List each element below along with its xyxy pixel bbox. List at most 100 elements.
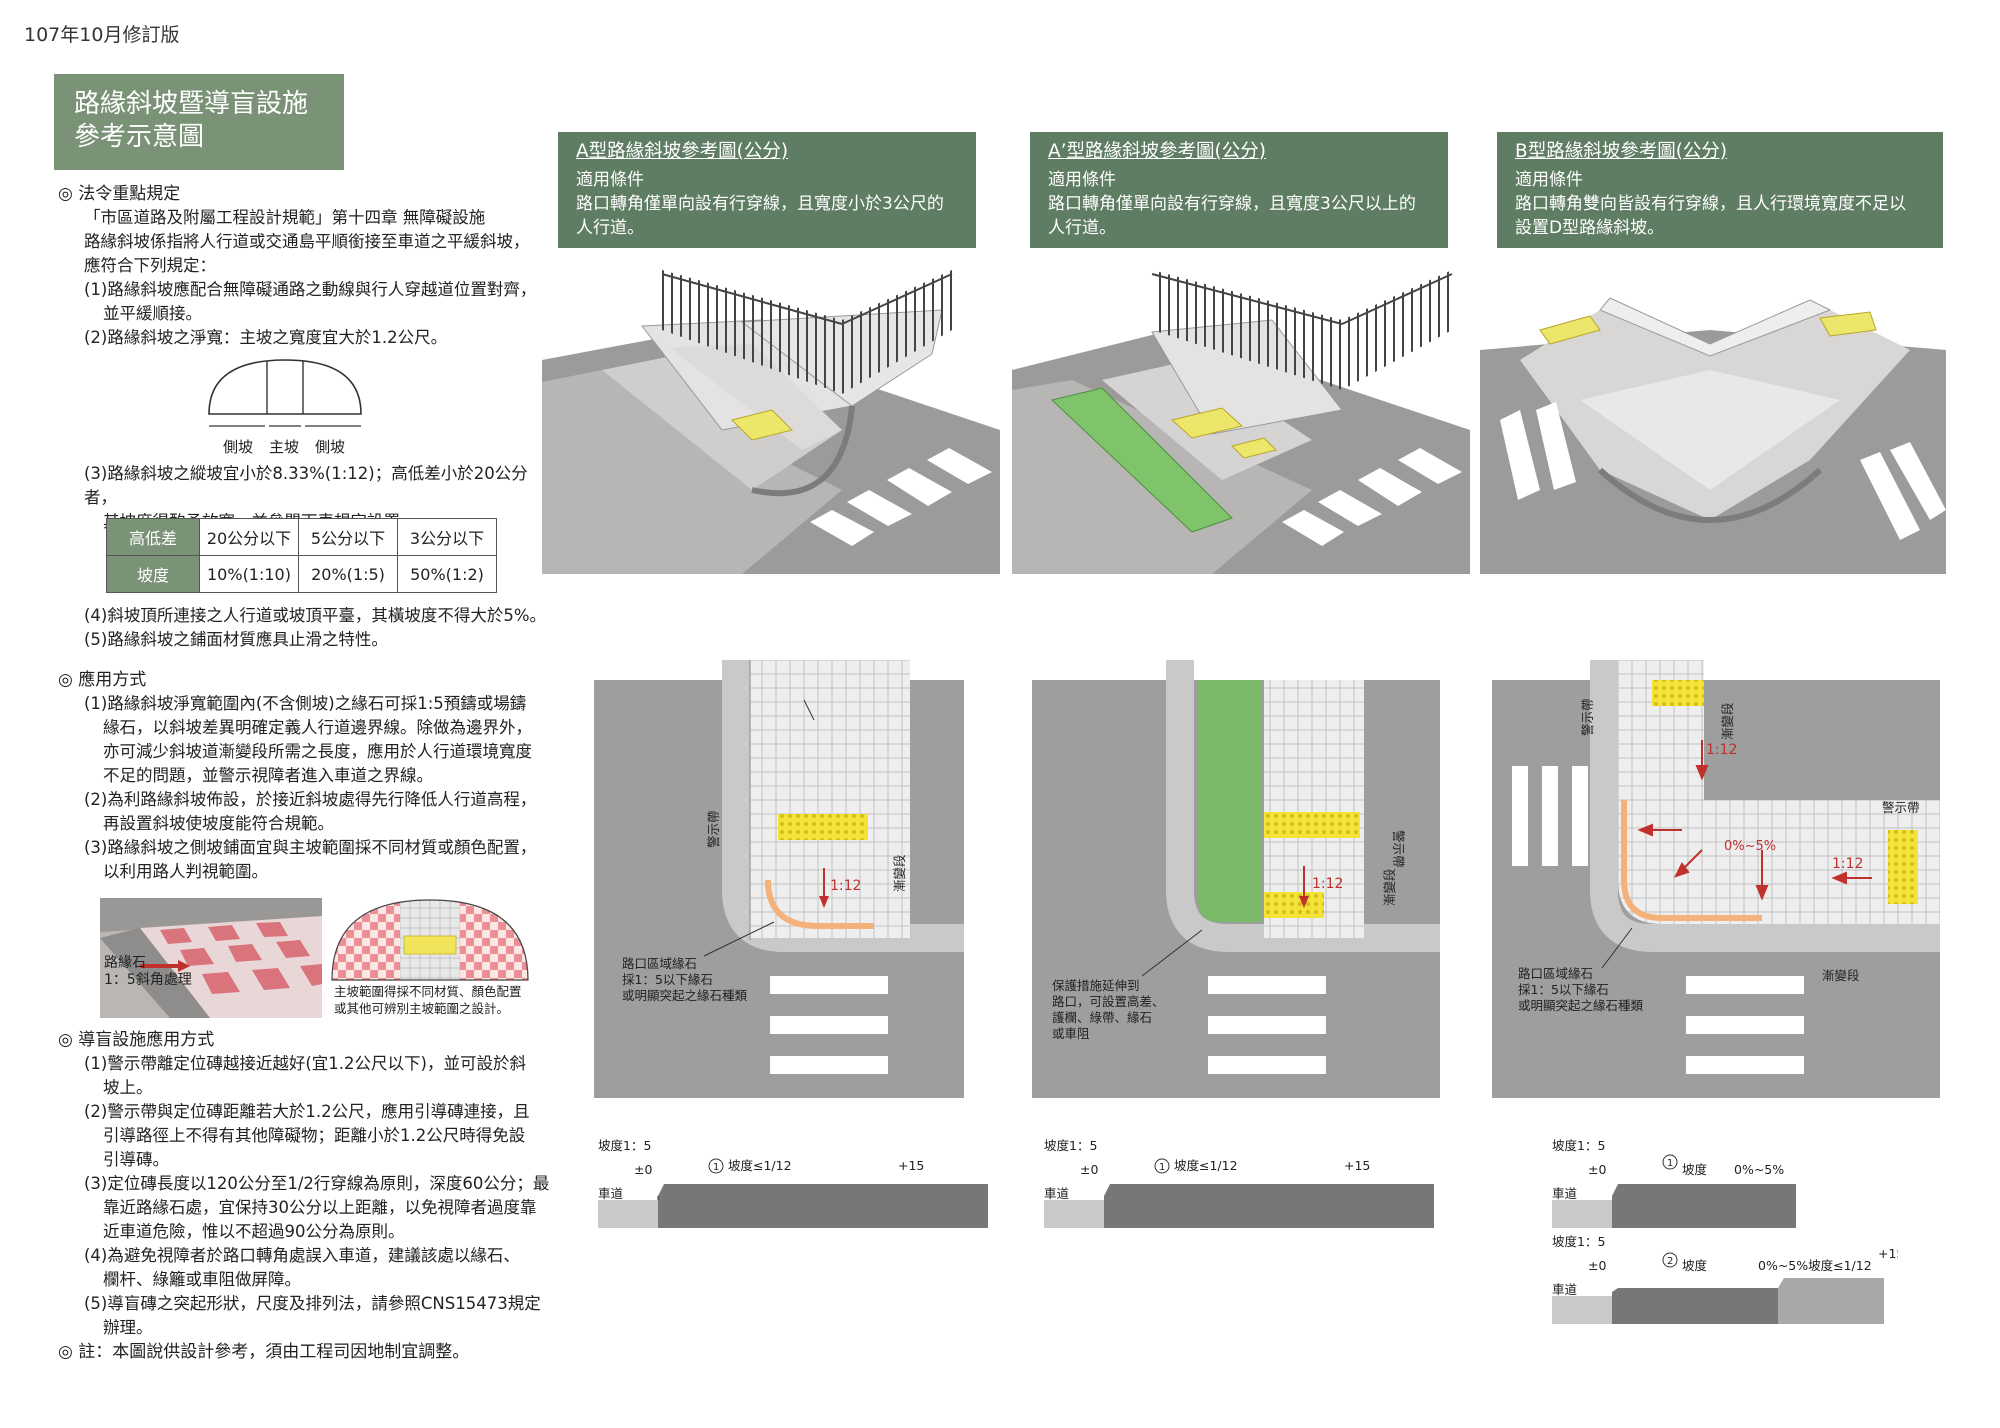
- pattern-caption-line: 或其他可辨別主坡範圍之設計。: [334, 1001, 510, 1016]
- guide-item-3-cont: 近車道危險，惟以不超過90公分為原則。: [103, 1222, 405, 1241]
- section-road-label: 車道: [1552, 1282, 1578, 1297]
- table-row-head: 高低差: [106, 518, 200, 556]
- panel-a-plan: 1:12 警示帶 漸變段 路口區域緣石 採1：5以下緣石 或明顯突起之緣石種類: [594, 660, 964, 1098]
- section-slope-label: 坡度1：5: [1044, 1138, 1097, 1153]
- section-slope-label: 坡度1：5: [1552, 1138, 1605, 1153]
- panel-b-title: B型路緣斜坡參考圖(公分): [1515, 141, 1728, 162]
- curb-photo: [100, 898, 322, 1018]
- transition-label: 漸變段: [1382, 868, 1397, 906]
- section-main-slope-label: 坡度≤1/12: [728, 1158, 792, 1173]
- section-plus-label: +15: [898, 1158, 924, 1173]
- ramp-width-diagram: 側坡 主坡 側坡: [208, 359, 362, 456]
- section-plus-label: +15: [1878, 1246, 1898, 1261]
- slope-ratio-label: 1:12: [830, 878, 861, 894]
- plan-note-line: 採1：5以下緣石: [1518, 982, 1609, 997]
- section-slope-label: 坡度1：5: [1552, 1234, 1605, 1249]
- table-row-head: 坡度: [106, 555, 200, 593]
- guide-item-3: (3)定位磚長度以120公分至1/2行穿線為原則，深度60公分；最: [84, 1174, 550, 1193]
- section-zero-label: ±0: [1588, 1162, 1606, 1177]
- app-item-2-cont: 再設置斜坡使坡度能符合規範。: [103, 814, 334, 833]
- panel-a-cond-text: 人行道。: [576, 218, 644, 238]
- plan-note-line: 路口，可設置高差、: [1052, 994, 1165, 1009]
- side-slope-label: 側坡: [315, 438, 345, 456]
- slope-ratio-label: 1:12: [1706, 742, 1737, 758]
- table-cell: 50%(1:2): [397, 555, 497, 593]
- title-line-2: 參考示意圖: [74, 122, 205, 152]
- guide-item-5: (5)導盲磚之突起形狀，尺度及排列法，請參照CNS15473規定: [84, 1294, 541, 1313]
- guidance-heading: ◎ 導盲設施應用方式: [58, 1030, 215, 1050]
- app-item-1-cont: 緣石，以斜坡差異明確定義人行道邊界線。除做為邊界外，: [103, 718, 532, 737]
- reg-item-3-line: (3)路緣斜坡之縱坡宜小於8.33%(1:12)；高低差小於20公分者，: [84, 464, 528, 507]
- plan-note-line: 路口區域緣石: [622, 956, 697, 971]
- table-cell: 3公分以下: [397, 518, 497, 556]
- slope-table: 高低差 20公分以下 5公分以下 3公分以下 坡度 10%(1:10) 20%(…: [106, 518, 497, 593]
- table-cell: 20公分以下: [199, 518, 299, 556]
- side-slope-label: 側坡: [223, 438, 253, 456]
- panel-b-cond-text: 設置D型路緣斜坡。: [1515, 218, 1665, 238]
- application-heading: ◎ 應用方式: [58, 670, 147, 690]
- panel-b-3d-view: [1480, 270, 1946, 574]
- guide-item-1-cont: 坡上。: [103, 1078, 153, 1097]
- photo-caption-line: 路緣石: [104, 955, 146, 971]
- section-circle-number: 1: [1667, 1158, 1673, 1169]
- reg-item-1: (1)路緣斜坡應配合無障礙通路之動線與行人穿越道位置對齊，: [84, 280, 537, 299]
- panel-a2-section: 坡度1：5 ±0 車道 1 坡度≤1/12 +15: [1044, 1138, 1434, 1228]
- photo-caption-line: 1：5斜角處理: [104, 972, 192, 988]
- panel-a-header: A型路緣斜坡參考圖(公分) 適用條件 路口轉角僅單向設有行穿線，且寬度小於3公尺…: [558, 132, 976, 248]
- panel-b-cond-label: 適用條件: [1515, 170, 1583, 190]
- section-main-slope-label: 坡度≤1/12: [1174, 1158, 1238, 1173]
- section-circle-number: 1: [713, 1162, 719, 1173]
- reg-line: 路緣斜坡係指將人行道或交通島平順銜接至車道之平緩斜坡，: [84, 232, 530, 251]
- warning-strip-label: 警示帶: [1391, 830, 1406, 868]
- table-row: 坡度 10%(1:10) 20%(1:5) 50%(1:2): [106, 555, 497, 593]
- slope-ratio-label: 1:12: [1832, 856, 1863, 872]
- reg-item-2: (2)路緣斜坡之淨寬：主坡之寬度宜大於1.2公尺。: [84, 328, 448, 347]
- revision-label: 107年10月修訂版: [24, 24, 180, 46]
- panel-a2-cond-text: 人行道。: [1048, 218, 1116, 238]
- guide-item-4-cont: 欄杆、綠籬或車阻做屏障。: [103, 1270, 301, 1289]
- regulations-heading: ◎ 法令重點規定: [58, 184, 181, 204]
- pattern-caption: 主坡範圍得採不同材質、顏色配置 或其他可辨別主坡範圍之設計。: [334, 983, 522, 1017]
- slope-ratio-label: 1:12: [1312, 876, 1343, 892]
- table-cell: 10%(1:10): [199, 555, 299, 593]
- section-road-label: 車道: [1044, 1186, 1070, 1201]
- panel-b-section-2: 坡度1：5 ±0 車道 2 坡度 0%~5%坡度≤1/12 +15: [1552, 1234, 1898, 1324]
- panel-a-title: A型路緣斜坡參考圖(公分): [576, 141, 789, 162]
- transition-label: 漸變段: [1822, 968, 1860, 983]
- app-item-1-cont: 亦可減少斜坡道漸變段所需之長度，應用於人行道環境寬度: [103, 742, 532, 761]
- reg-item-4: (4)斜坡頂所連接之人行道或坡頂平臺，其橫坡度不得大於5%。: [84, 606, 547, 625]
- panel-b-cond-text: 路口轉角雙向皆設有行穿線，且人行環境寬度不足以: [1515, 194, 1906, 214]
- panel-a-cond-text: 路口轉角僅單向設有行穿線，且寬度小於3公尺的: [576, 194, 944, 214]
- main-slope-label: 主坡: [269, 438, 299, 456]
- warning-strip-label: 警示帶: [1580, 698, 1595, 736]
- plan-note-line: 護欄、綠帶、緣石: [1052, 1010, 1152, 1025]
- photo-caption: 路緣石 1：5斜角處理: [104, 955, 192, 989]
- section-circle-number: 1: [1159, 1162, 1165, 1173]
- guidance-section: ◎ 導盲設施應用方式 (1)警示帶離定位磚越接近越好(宜1.2公尺以下)，並可設…: [58, 1028, 558, 1364]
- section-range-label: 0%~5%: [1734, 1162, 1784, 1177]
- plan-note-line: 路口區域緣石: [1518, 966, 1593, 981]
- cross-slope-label: 0%~5%: [1724, 839, 1776, 854]
- reg-items-4-5: (4)斜坡頂所連接之人行道或坡頂平臺，其橫坡度不得大於5%。 (5)路緣斜坡之鋪…: [58, 604, 558, 652]
- reg-item-5: (5)路緣斜坡之鋪面材質應具止滑之特性。: [84, 630, 388, 649]
- guide-item-1: (1)警示帶離定位磚越接近越好(宜1.2公尺以下)，並可設於斜: [84, 1054, 526, 1073]
- section-slope-label: 坡度1：5: [598, 1138, 651, 1153]
- reg-line: 「市區道路及附屬工程設計規範」第十四章 無障礙設施: [84, 208, 486, 227]
- guide-item-5-cont: 辦理。: [103, 1318, 153, 1337]
- app-item-2: (2)為利路緣斜坡佈設，於接近斜坡處得先行降低人行道高程，: [84, 790, 537, 809]
- transition-label: 漸變段: [892, 854, 907, 892]
- app-item-1: (1)路緣斜坡淨寬範圍內(不含側坡)之緣石可採1:5預鑄或場鑄: [84, 694, 527, 713]
- section-main-slope-label: 坡度: [1682, 1162, 1708, 1177]
- title-line-1: 路緣斜坡暨導盲設施: [74, 89, 309, 119]
- ramp-pattern-diagram: [331, 899, 529, 981]
- section-main-slope-label: 坡度: [1682, 1258, 1708, 1273]
- section-zero-label: ±0: [634, 1162, 652, 1177]
- plan-note-line: 採1：5以下緣石: [622, 972, 713, 987]
- table-row: 高低差 20公分以下 5公分以下 3公分以下: [106, 518, 497, 556]
- section-road-label: 車道: [1552, 1186, 1578, 1201]
- guide-item-3-cont: 靠近路緣石處，宜保持30公分以上距離，以免視障者過度靠: [103, 1198, 537, 1217]
- section-plus-label: +15: [1344, 1158, 1370, 1173]
- pattern-caption-line: 主坡範圍得採不同材質、顏色配置: [334, 984, 522, 999]
- warning-strip-label: 警示帶: [1882, 800, 1920, 815]
- transition-label: 漸變段: [1720, 702, 1735, 740]
